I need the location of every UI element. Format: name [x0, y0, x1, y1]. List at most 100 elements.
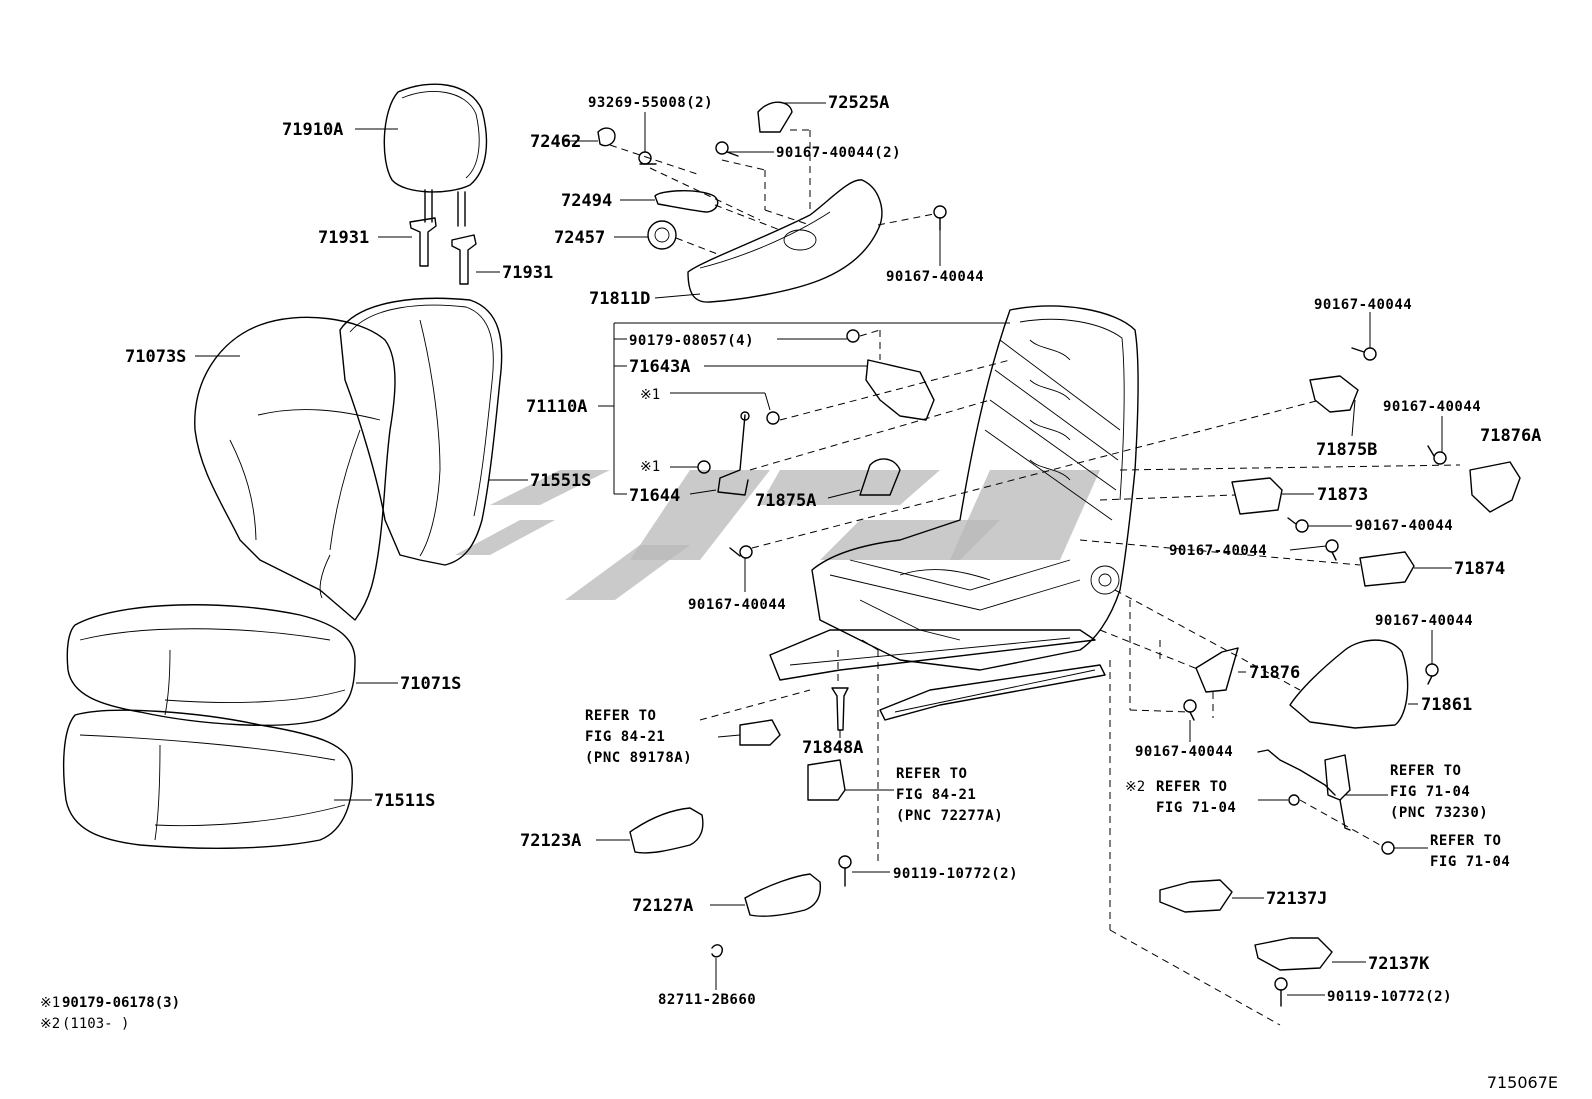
cover-71875B — [1309, 375, 1359, 413]
label-90167-40044-2: 90167-40044(2) — [776, 145, 901, 161]
reference-ref-89178A-line-1: FIG 84-21 — [585, 729, 665, 745]
label-90179-08057: 90179-08057(4) — [629, 333, 754, 349]
bolt-90119-b — [1274, 977, 1288, 1007]
label-71874: 71874 — [1454, 559, 1505, 579]
headrest-guide-left — [409, 217, 437, 267]
label-71511S: 71511S — [374, 791, 435, 811]
label-71848A: 71848A — [802, 738, 863, 758]
seat-belt-buckle — [1257, 749, 1351, 831]
footnote-1-mark: ※1 — [40, 995, 60, 1011]
washer-mark2 — [1288, 794, 1300, 806]
label-71875B: 71875B — [1316, 440, 1377, 460]
part-labels: 71910A719317193193269-55008(2)72525A7246… — [125, 93, 1541, 1008]
label-93269-55008: 93269-55008(2) — [588, 95, 713, 111]
leader-lines — [195, 102, 1452, 996]
footnote-2-text: (1103- ) — [62, 1016, 129, 1032]
label-71875A: 71875A — [755, 491, 816, 511]
label-90167-40044-d: 90167-40044 — [1383, 399, 1481, 415]
label-90119-10772-a: 90119-10772(2) — [893, 866, 1018, 882]
note-mark2: ※2 — [1125, 779, 1145, 795]
reference-ref-89178A-line-0: REFER TO — [585, 708, 656, 724]
reference-ref-73230-line-0: REFER TO — [1390, 763, 1461, 779]
cap-72525A — [757, 101, 793, 133]
label-90167-40044-f: 90167-40044 — [1169, 543, 1267, 559]
screw-90167-r5 — [1425, 663, 1439, 685]
label-90167-40044-e: 90167-40044 — [1355, 518, 1453, 534]
label-71910A: 71910A — [282, 120, 343, 140]
reference-ref-71-04-b-line-0: REFER TO — [1430, 833, 1501, 849]
label-71811D: 71811D — [589, 289, 650, 309]
label-71873: 71873 — [1317, 485, 1368, 505]
label-72525A: 72525A — [828, 93, 889, 113]
cushion-pad — [62, 709, 353, 849]
seatback-cover — [194, 316, 396, 621]
screw-90167-shield — [933, 205, 947, 231]
label-71073S: 71073S — [125, 347, 186, 367]
label-72137K: 72137K — [1368, 954, 1430, 974]
screw-90167-r3 — [1287, 517, 1309, 533]
cover-72137J — [1159, 879, 1233, 913]
label-72457: 72457 — [554, 228, 605, 248]
label-82711-2B660: 82711-2B660 — [658, 992, 756, 1008]
bolt-90119-a — [838, 855, 852, 887]
seatback-pad — [339, 297, 503, 566]
reference-ref-72277A-line-0: REFER TO — [896, 766, 967, 782]
reference-ref-72277A-line-1: FIG 84-21 — [896, 787, 976, 803]
footnote-2-mark: ※2 — [40, 1016, 60, 1032]
lever-72494 — [654, 190, 719, 213]
cover-71875A — [859, 458, 901, 496]
label-90167-40044-b: 90167-40044 — [688, 597, 786, 613]
note-mark1-bottom: ※1 — [640, 459, 660, 475]
assembly-lines — [609, 129, 1461, 1026]
reference-ref-71-04-a-line-1: FIG 71-04 — [1156, 800, 1236, 816]
reference-ref-73230-line-2: (PNC 73230) — [1390, 805, 1488, 821]
cover-71873 — [1231, 477, 1283, 515]
label-90167-40044-h: 90167-40044 — [1135, 744, 1233, 760]
knob-cover-72462 — [597, 127, 616, 147]
screw-90167-r6 — [1183, 699, 1197, 721]
label-71110A: 71110A — [526, 397, 587, 417]
headrest — [383, 83, 488, 227]
cover-71874 — [1359, 551, 1415, 587]
screw-90167-r4 — [1325, 539, 1339, 561]
seat-rails — [769, 629, 1106, 721]
bracket-71643A — [865, 359, 935, 421]
cover-71876A — [1469, 461, 1521, 513]
watermark-logo — [455, 470, 1100, 600]
cable-71644 — [717, 411, 750, 496]
label-90167-40044-g: 90167-40044 — [1375, 613, 1473, 629]
reference-ref-71-04-b-line-1: FIG 71-04 — [1430, 854, 1510, 870]
reference-ref-73230-line-1: FIG 71-04 — [1390, 784, 1470, 800]
label-90167-40044-c: 90167-40044 — [1314, 297, 1412, 313]
cover-71876 — [1195, 647, 1239, 693]
label-71861: 71861 — [1421, 695, 1472, 715]
cover-72127A — [744, 873, 822, 917]
cushion-cover — [66, 604, 356, 726]
cover-72137K — [1254, 937, 1333, 971]
screw-90167-top — [715, 141, 739, 157]
label-72127A: 72127A — [632, 896, 693, 916]
part-72277A — [807, 759, 846, 801]
label-90119-10772-b: 90119-10772(2) — [1327, 989, 1452, 1005]
nut-90179 — [846, 329, 860, 343]
knob-72457 — [647, 220, 677, 250]
label-71551S: 71551S — [530, 471, 591, 491]
note-marks: ※1 ※1 ※2 — [640, 387, 1145, 795]
label-90167-40044-a: 90167-40044 — [886, 269, 984, 285]
label-71643A: 71643A — [629, 357, 690, 377]
footnotes: ※1 90179-06178(3) ※2 (1103- ) — [40, 995, 180, 1032]
label-71876A: 71876A — [1480, 426, 1541, 446]
screw-90167-lower-left — [729, 545, 753, 559]
reference-ref-72277A-line-2: (PNC 72277A) — [896, 808, 1003, 824]
label-71644: 71644 — [629, 486, 680, 506]
label-71931-left: 71931 — [318, 228, 369, 248]
seat-frame — [811, 305, 1139, 671]
nut-71-04 — [1381, 841, 1395, 855]
label-72462: 72462 — [530, 132, 581, 152]
headrest-guide-right — [451, 234, 477, 285]
cover-72123A — [629, 807, 704, 854]
figure-number: 715067E — [1487, 1073, 1558, 1092]
note-mark1-top: ※1 — [640, 387, 660, 403]
